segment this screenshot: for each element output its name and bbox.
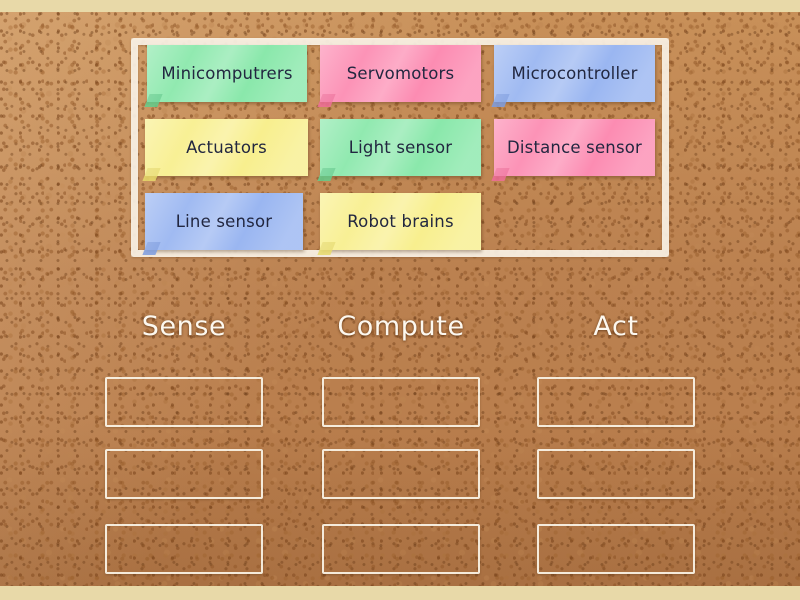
tile-label: Line sensor — [175, 212, 273, 231]
drop-zone[interactable] — [105, 377, 263, 427]
draggable-tile[interactable]: Light sensor — [320, 119, 481, 176]
draggable-tile[interactable]: Minicomputrers — [147, 45, 307, 102]
tile-label: Light sensor — [348, 138, 453, 157]
drop-zone[interactable] — [322, 449, 480, 499]
drop-zone[interactable] — [105, 449, 263, 499]
drop-zone[interactable] — [322, 377, 480, 427]
drop-zone[interactable] — [322, 524, 480, 574]
tile-label: Servomotors — [346, 64, 455, 83]
drop-zone[interactable] — [537, 524, 695, 574]
tile-label: Minicomputrers — [161, 64, 293, 83]
draggable-tile[interactable]: Servomotors — [320, 45, 481, 102]
draggable-tile[interactable]: Microcontroller — [494, 45, 655, 102]
tile-label: Actuators — [186, 138, 267, 157]
tile-label: Distance sensor — [506, 138, 643, 157]
draggable-tile[interactable]: Distance sensor — [494, 119, 655, 176]
unsorted-tile-tray — [131, 38, 669, 257]
drop-zone[interactable] — [537, 377, 695, 427]
draggable-tile[interactable]: Robot brains — [320, 193, 481, 250]
tile-label: Robot brains — [347, 212, 454, 231]
category-heading: Compute — [337, 311, 465, 342]
category-heading: Act — [593, 311, 639, 342]
drop-zone[interactable] — [537, 449, 695, 499]
draggable-tile[interactable]: Line sensor — [145, 193, 303, 250]
drop-zone[interactable] — [105, 524, 263, 574]
tile-label: Microcontroller — [511, 64, 638, 83]
draggable-tile[interactable]: Actuators — [145, 119, 308, 176]
category-heading: Sense — [141, 311, 227, 342]
